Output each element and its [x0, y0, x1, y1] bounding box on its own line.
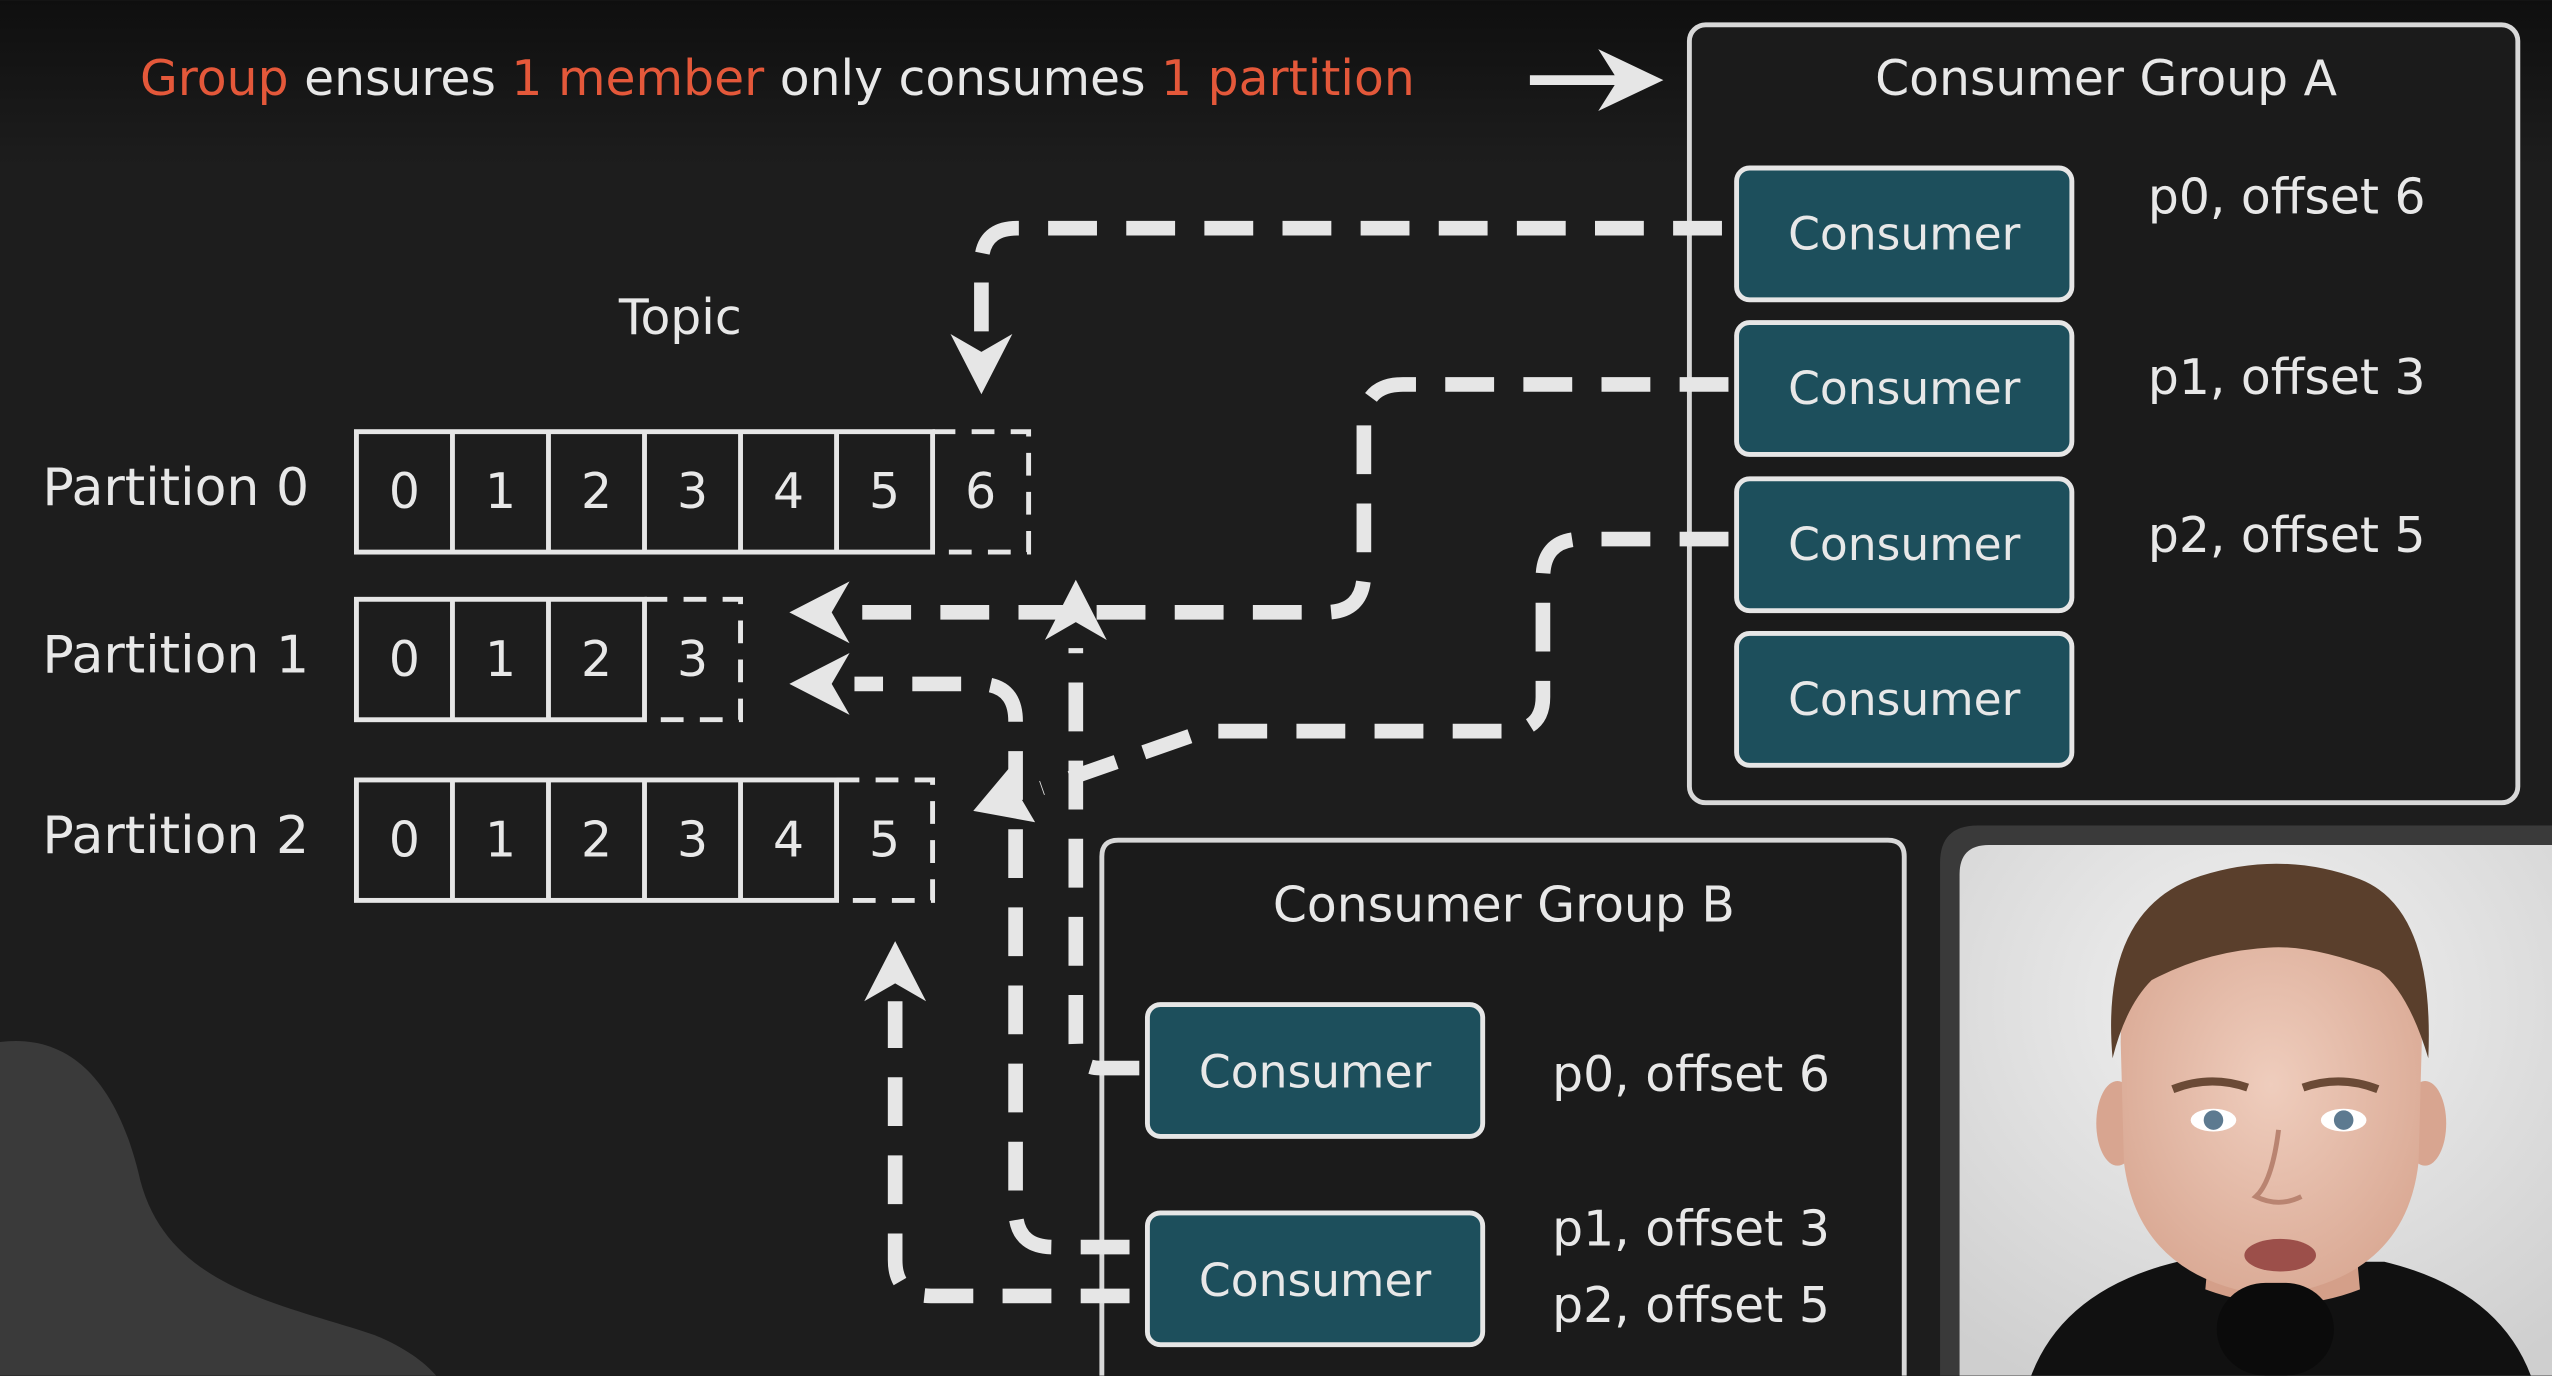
partition-label: Partition 2	[42, 806, 309, 866]
partition-cell: 0	[389, 631, 420, 688]
connector-a0-p0	[974, 220, 1722, 335]
partition-next-offset: 3	[677, 631, 708, 688]
partition-cell: 5	[869, 463, 900, 520]
consumer-card[interactable]: Consumer	[1734, 476, 2075, 614]
consumer-assignment: p0, offset 6	[2148, 169, 2426, 226]
partition-cell: 4	[773, 811, 804, 868]
arrowhead-icon	[864, 941, 927, 1002]
partition-cell: 1	[485, 463, 516, 520]
partition-2-log: 0 1 2 3 4 5	[353, 777, 936, 903]
partition-cell: 0	[389, 463, 420, 520]
consumer-label: Consumer	[1199, 1254, 1432, 1307]
arrowhead-icon	[973, 760, 1036, 823]
headline-part: only consumes	[764, 50, 1161, 107]
consumer-label: Consumer	[1788, 518, 2021, 571]
arrowhead-icon	[789, 653, 850, 715]
connector-b0-p0	[1068, 648, 1140, 1076]
partition-next-offset: 5	[869, 811, 900, 868]
consumer-card[interactable]: Consumer	[1734, 165, 2075, 303]
arrowhead-icon	[1044, 579, 1107, 640]
partition-cell: 1	[485, 631, 516, 688]
group-title: Consumer Group B	[1273, 877, 1735, 934]
partition-cell: 1	[485, 811, 516, 868]
partition-0-log: 0 1 2 3 4 5 6	[353, 429, 1032, 555]
consumer-assignment: p1, offset 3	[2148, 349, 2426, 406]
connector-b1-p2	[887, 1001, 1130, 1304]
headline-part: 1 partition	[1161, 50, 1415, 107]
headline-part: 1 member	[511, 50, 765, 107]
consumer-label: Consumer	[1788, 673, 2021, 726]
partition-cell: 2	[581, 811, 612, 868]
consumer-label: Consumer	[1199, 1046, 1432, 1099]
partition-cell: 0	[389, 811, 420, 868]
arrowhead-icon	[789, 581, 850, 644]
consumer-assignment: p2, offset 5	[1552, 1277, 1830, 1334]
partition-cell: 2	[581, 463, 612, 520]
consumer-assignment: p0, offset 6	[1552, 1046, 1830, 1103]
partition-cell: 3	[677, 463, 708, 520]
partition-1-log: 0 1 2 3	[353, 596, 743, 723]
partition-next-offset: 6	[965, 463, 996, 520]
connector-b1-p1	[854, 676, 1130, 1255]
consumer-assignment: p2, offset 5	[2148, 507, 2426, 564]
partition-cell: 2	[581, 631, 612, 688]
connector-a1-p1	[854, 377, 1729, 620]
partition-cell: 3	[677, 811, 708, 868]
partition-cell: 4	[773, 463, 804, 520]
consumer-card[interactable]: Consumer	[1144, 1210, 1486, 1348]
headline-part: Group	[140, 50, 289, 107]
consumer-assignment: p1, offset 3	[1552, 1200, 1830, 1257]
headline-part: ensures	[289, 50, 512, 107]
consumer-label: Consumer	[1788, 362, 2021, 415]
connectors	[789, 220, 1729, 1304]
connector-a2-p2	[1039, 531, 1729, 796]
consumer-group-a: Consumer Group A Consumer p0, offset 6 C…	[1686, 22, 2521, 806]
presenter-figure	[2031, 863, 2531, 1376]
consumer-card[interactable]: Consumer	[1734, 320, 2075, 457]
consumer-card[interactable]: Consumer	[1734, 631, 2075, 768]
arrowhead-icon	[950, 334, 1013, 395]
consumer-card[interactable]: Consumer	[1144, 1002, 1486, 1139]
partition-label: Partition 0	[42, 458, 309, 518]
consumer-group-b: Consumer Group B Consumer p0, offset 6 C…	[1099, 837, 1907, 1376]
topic-title: Topic	[618, 289, 742, 346]
group-title: Consumer Group A	[1875, 50, 2337, 107]
headline-arrow-icon	[1529, 49, 1664, 112]
decorative-blob	[0, 1040, 437, 1376]
partition-label: Partition 1	[42, 626, 309, 686]
consumer-label: Consumer	[1788, 207, 2021, 260]
headline: Group ensures 1 member only consumes 1 p…	[140, 50, 1415, 107]
presenter-webcam	[1940, 825, 2552, 1376]
